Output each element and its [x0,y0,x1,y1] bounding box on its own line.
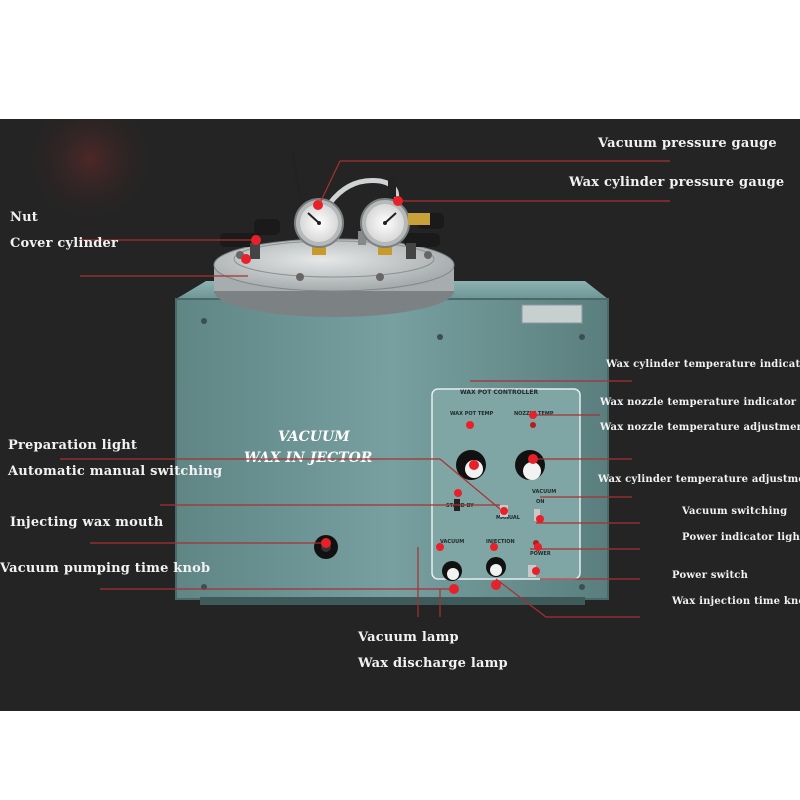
cover-cylinder [213,238,455,317]
panel-text-manual: MANUAL [496,515,521,521]
vacuum-pumping-time-knob [442,561,462,581]
panel-text-vacuum-timer: VACUUM [440,539,464,545]
leader-lines [60,160,670,618]
label-power-indicator-light: Power indicator light [682,532,800,543]
wax-nozzle-temperature-indicator-light [530,422,536,428]
front-title: VACUUM WAX IN JECTOR [244,429,372,466]
label-nut: Nut [10,210,38,225]
control-panel: WAX POT CONTROLLER WAX POT TEMP NOZZLE T… [431,388,581,581]
label-wax-cylinder-pressure-gauge: Wax cylinder pressure gauge [569,175,785,190]
front-title-line2: WAX IN JECTOR [244,450,372,466]
front-title-line1: VACUUM [278,429,350,445]
label-wax-nozzle-temperature-indicator-light: Wax nozzle temperature indicator light [600,397,800,408]
label-power-switch: Power switch [672,570,749,581]
wax-injection-time-knob [486,557,506,577]
annotated-photo: VACUUM WAX IN JECTOR WAX POT CONTROLLER … [0,119,800,711]
label-wax-cylinder-temperature-indicator-light: Wax cylinder temperature indicator ligh [606,359,800,370]
gauge-piping [290,150,400,245]
label-wax-cylinder-temperature-adjustment-knob: Wax cylinder temperature adjustment knob [598,474,800,485]
panel-text-on: ON [536,499,544,505]
label-wax-nozzle-temperature-adjustment-knob: Wax nozzle temperature adjustment knob [600,422,800,433]
vacuum-pressure-gauge [294,198,344,255]
background-glow [20,119,160,229]
panel-header: WAX POT CONTROLLER [460,389,538,396]
label-automatic-manual-switching: Automatic manual switching [8,464,223,479]
label-vacuum-pumping-time-knob: Vacuum pumping time knob [0,561,211,576]
label-vacuum-switching: Vacuum switching [682,506,788,517]
label-wax-discharge-lamp: Wax discharge lamp [358,656,508,671]
wax-injector-illustration: VACUUM WAX IN JECTOR WAX POT CONTROLLER … [20,119,670,618]
panel-text-wax-pot-temp: WAX POT TEMP [450,411,494,417]
vacuum-switch [534,509,540,521]
wax-nozzle-temperature-knob [515,450,545,480]
marker-dots [241,196,544,594]
label-preparation-light: Preparation light [8,438,138,453]
panel-text-injection: INJECTION [486,539,515,545]
panel-text-vacuum-switch: VACUUM [532,489,556,495]
label-cover-cylinder: Cover cylinder [10,236,119,251]
panel-text-power: POWER [530,551,551,557]
label-injecting-wax-mouth: Injecting wax mouth [10,515,164,530]
label-vacuum-pressure-gauge: Vacuum pressure gauge [598,136,777,151]
panel-text-stand-by: STAND BY [446,503,474,509]
label-vacuum-lamp: Vacuum lamp [358,630,459,645]
label-wax-injection-time-knob: Wax injection time knob [672,596,800,607]
wax-cylinder-pressure-gauge [360,198,430,255]
